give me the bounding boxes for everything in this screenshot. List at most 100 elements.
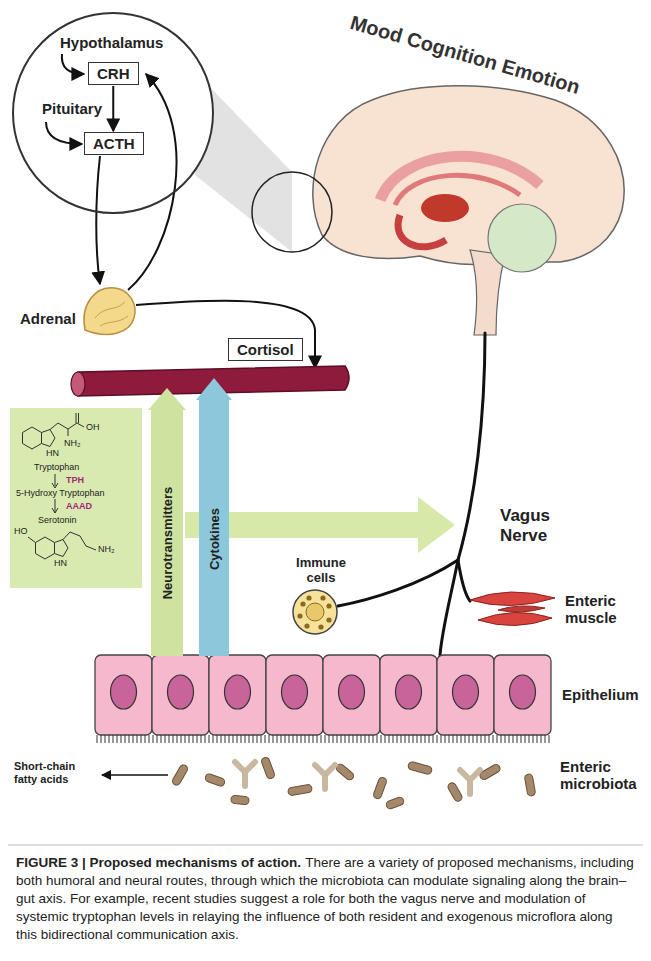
acth-arrow bbox=[96, 156, 100, 284]
granule bbox=[320, 595, 325, 600]
microvillus bbox=[301, 735, 302, 743]
microvillus bbox=[405, 735, 406, 743]
bacteria bbox=[171, 756, 536, 810]
cell-nucleus bbox=[225, 675, 251, 709]
bacterium bbox=[231, 795, 250, 805]
microvillus bbox=[349, 735, 350, 743]
microvillus bbox=[465, 735, 466, 743]
node-text: Neurotransmitters bbox=[160, 487, 175, 600]
microvillus bbox=[393, 735, 394, 743]
microvillus bbox=[281, 735, 282, 743]
microvillus bbox=[497, 735, 498, 743]
node-text: TPH bbox=[66, 475, 84, 485]
magnifier-circle bbox=[252, 172, 332, 252]
cell-nucleus bbox=[168, 675, 194, 709]
bifid-bacterium bbox=[315, 765, 335, 789]
microvillus bbox=[381, 735, 382, 743]
epithelial-cell bbox=[437, 655, 494, 735]
epithelium-cells bbox=[95, 655, 551, 743]
microvillus bbox=[397, 735, 398, 743]
epithelial-cell bbox=[152, 655, 209, 735]
brain-functions: Mood Cognition Emotion bbox=[348, 11, 583, 99]
microvillus bbox=[149, 735, 150, 743]
microvillus bbox=[445, 735, 446, 743]
microvillus bbox=[129, 735, 130, 743]
epithelial-cell bbox=[95, 655, 152, 735]
microvillus bbox=[209, 735, 210, 743]
node-text: OH bbox=[86, 422, 100, 432]
granule bbox=[318, 624, 323, 629]
microvillus bbox=[261, 735, 262, 743]
node-text: HO bbox=[14, 526, 28, 536]
microvillus bbox=[221, 735, 222, 743]
separator bbox=[8, 845, 643, 846]
microvillus bbox=[421, 735, 422, 743]
layer-label: Enteric muscle bbox=[565, 592, 640, 627]
node-text: Cytokines bbox=[207, 508, 222, 570]
microvillus bbox=[409, 735, 410, 743]
granule bbox=[326, 617, 331, 622]
cell-nucleus bbox=[339, 675, 365, 709]
microvillus bbox=[185, 735, 186, 743]
granules bbox=[297, 595, 331, 629]
microvillus bbox=[401, 735, 402, 743]
microvillus bbox=[505, 735, 506, 743]
cell-nucleus bbox=[510, 675, 536, 709]
thalamus bbox=[421, 194, 469, 222]
microvillus bbox=[385, 735, 386, 743]
bacterium bbox=[524, 773, 536, 796]
node-text: 5-Hydroxy Tryptophan bbox=[16, 488, 105, 498]
hormone-box: ACTH bbox=[84, 132, 144, 155]
microvillus bbox=[161, 735, 162, 743]
microvillus bbox=[341, 735, 342, 743]
microvillus bbox=[285, 735, 286, 743]
epithelial-cell bbox=[209, 655, 266, 735]
microvillus bbox=[197, 735, 198, 743]
muscle-fiber bbox=[470, 592, 555, 606]
microvillus bbox=[253, 735, 254, 743]
microvillus bbox=[437, 735, 438, 743]
microvillus bbox=[453, 735, 454, 743]
microvillus bbox=[229, 735, 230, 743]
microvillus bbox=[269, 735, 270, 743]
microvillus bbox=[141, 735, 142, 743]
bacterium bbox=[385, 796, 405, 810]
magnified-circle: HypothalamusPituitaryCRHACTH bbox=[12, 12, 214, 214]
microvillus bbox=[173, 735, 174, 743]
bacterium bbox=[407, 761, 432, 775]
microvillus bbox=[121, 735, 122, 743]
microvillus bbox=[541, 735, 542, 743]
microvillus bbox=[549, 735, 550, 743]
microvillus bbox=[153, 735, 154, 743]
microvillus bbox=[485, 735, 486, 743]
circle-ground bbox=[12, 12, 214, 214]
microvillus bbox=[137, 735, 138, 743]
microvillus bbox=[353, 735, 354, 743]
microvillus bbox=[277, 735, 278, 743]
cell-nucleus bbox=[282, 675, 308, 709]
bacterium bbox=[372, 776, 387, 799]
microvillus bbox=[169, 735, 170, 743]
microvillus bbox=[145, 735, 146, 743]
microvillus bbox=[429, 735, 430, 743]
microvillus bbox=[329, 735, 330, 743]
muscle-fiber bbox=[478, 612, 552, 625]
microvillus bbox=[389, 735, 390, 743]
granule bbox=[304, 623, 309, 628]
microvillus bbox=[425, 735, 426, 743]
microvillus bbox=[417, 735, 418, 743]
microvillus bbox=[509, 735, 510, 743]
microvillus bbox=[237, 735, 238, 743]
microvillus bbox=[245, 735, 246, 743]
node-text: Cortisol bbox=[237, 341, 294, 358]
layer-label: Epithelium bbox=[562, 686, 639, 703]
signal-arrow: Neurotransmitters bbox=[148, 388, 186, 656]
bifid-bacterium bbox=[460, 770, 480, 794]
nerve-label: Vagus Nerve bbox=[500, 506, 570, 545]
adrenal-texture bbox=[95, 302, 128, 326]
microvillus bbox=[257, 735, 258, 743]
microvillus bbox=[529, 735, 530, 743]
node-text: NH₂ bbox=[64, 438, 81, 448]
product-label: Short-chain fatty acids bbox=[14, 760, 98, 785]
microvillus bbox=[513, 735, 514, 743]
